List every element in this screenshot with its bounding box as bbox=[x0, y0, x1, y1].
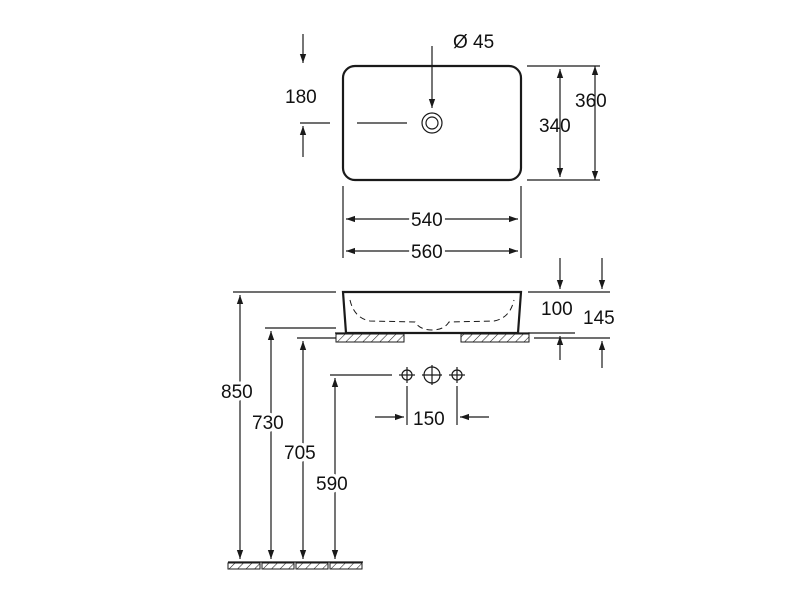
dim-145-label: 145 bbox=[583, 308, 615, 329]
dim-180-label: 180 bbox=[285, 87, 317, 108]
countertop-hatch-left bbox=[335, 333, 405, 343]
floor-hatch-3 bbox=[295, 562, 329, 570]
dim-560-label: 560 bbox=[411, 242, 443, 263]
drain-hole-outer bbox=[421, 112, 443, 134]
countertop-hatch-right bbox=[460, 333, 530, 343]
floor-hatch-2 bbox=[261, 562, 295, 570]
dim-100-label: 100 bbox=[541, 299, 573, 320]
dim-340-label: 340 bbox=[539, 116, 571, 137]
dim-705-label: 705 bbox=[284, 443, 316, 464]
floor-hatch-4 bbox=[329, 562, 363, 570]
side-view: 100 145 150 850 730 705 590 bbox=[218, 258, 615, 570]
dim-360-label: 360 bbox=[575, 91, 607, 112]
basin-inner-profile bbox=[349, 299, 515, 331]
top-view: Ø 45 180 340 360 540 560 bbox=[285, 32, 607, 266]
dim-590-label: 590 bbox=[316, 474, 348, 495]
drain-diameter-label: Ø 45 bbox=[453, 32, 494, 53]
floor-hatch-1 bbox=[227, 562, 261, 570]
dim-540-label: 540 bbox=[411, 210, 443, 231]
basin-outline-side bbox=[341, 290, 523, 335]
dim-730-label: 730 bbox=[252, 413, 284, 434]
dim-150-label: 150 bbox=[413, 409, 445, 430]
drain-hole-inner bbox=[425, 116, 439, 130]
dim-850-label: 850 bbox=[221, 382, 253, 403]
